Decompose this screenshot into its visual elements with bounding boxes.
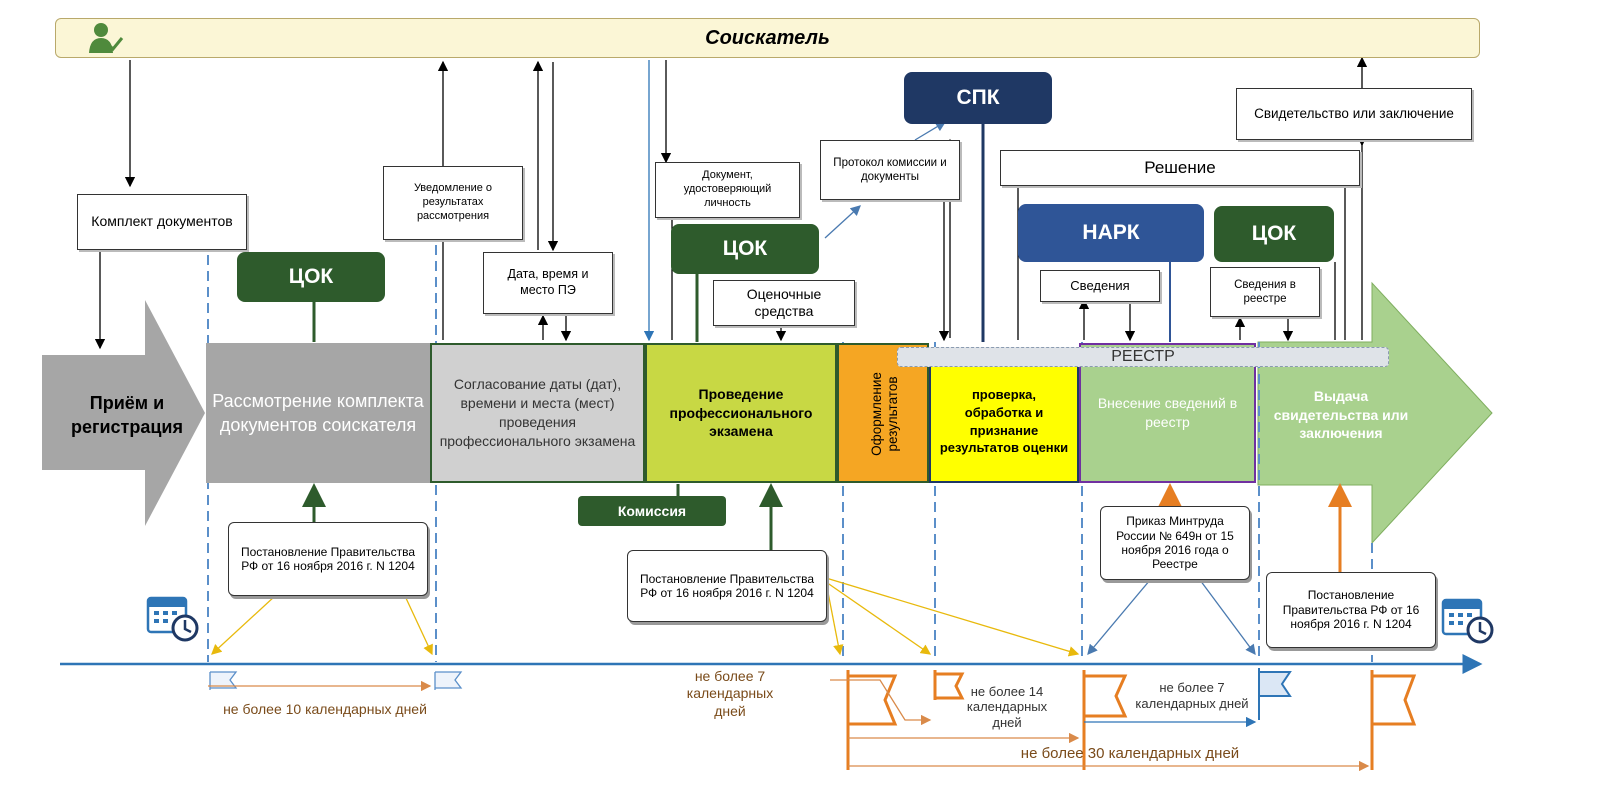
note-dokument: Документ, удостоверяющий личность (655, 162, 800, 218)
regulation-post-1: Постановление Правительства РФ от 16 ноя… (228, 522, 428, 596)
stage-provedenie: Проведение профессионального экзамена (645, 343, 837, 483)
org-cok-3: ЦОК (1214, 206, 1334, 262)
user-check-icon (86, 20, 126, 56)
registry-band: РЕЕСТР (897, 347, 1389, 367)
note-protokol: Протокол комиссии и документы (820, 140, 960, 200)
regulation-post-2: Постановление Правительства РФ от 16 ноя… (627, 550, 827, 622)
deadline-7-days-registry: не более 7 календарных дней (1135, 679, 1249, 711)
applicant-label: Соискатель (705, 26, 830, 49)
stage-soglasovanie: Согласование даты (дат), времени и места… (430, 343, 645, 483)
deadline-10-days: не более 10 календарных дней (223, 701, 427, 717)
note-svedeniya: Сведения (1040, 270, 1160, 302)
org-spk: СПК (904, 72, 1052, 124)
note-reshenie: Решение (1000, 150, 1360, 186)
stage-priem: Приём и регистрация (52, 380, 202, 450)
calendar-clock-icon (145, 592, 201, 644)
deadline-7-days-exam: не более 7 календарных дней (686, 667, 774, 719)
org-cok-2: ЦОК (671, 224, 819, 274)
org-cok-1: ЦОК (237, 252, 385, 302)
note-svedeniya-reestr: Сведения в реестре (1210, 267, 1320, 317)
deadline-14-days: не более 14 календарных дней (966, 683, 1048, 730)
org-komissiya: Комиссия (578, 496, 726, 526)
note-data-vremya: Дата, время и место ПЭ (483, 252, 613, 314)
note-svidetelstvo: Свидетельство или заключение (1236, 88, 1472, 140)
intake-arrow (42, 300, 205, 526)
calendar-clock-icon (1440, 594, 1496, 646)
applicant-bar: Соискатель (55, 18, 1480, 58)
note-otsenochnye: Оценочные средства (713, 280, 855, 326)
note-komplekt: Комплект документов (77, 194, 247, 250)
stage-priem-label: Приём и регистрация (70, 392, 184, 437)
stage-rassmotrenie: Рассмотрение комплекта документов соиска… (206, 343, 430, 483)
org-nark: НАРК (1018, 204, 1204, 262)
regulation-post-3: Постановление Правительства РФ от 16 ноя… (1266, 572, 1436, 648)
stage-proverka: проверка, обработка и признание результа… (929, 360, 1079, 483)
regulation-prikaz: Приказ Минтруда России № 649н от 15 нояб… (1100, 506, 1250, 580)
note-uvedomlenie: Уведомление о результатах рассмотрения (383, 166, 523, 240)
stage-vydacha: Выдача свидетельства или заключения (1273, 387, 1409, 442)
deadline-30-days: не более 30 календарных дней (1020, 744, 1240, 762)
